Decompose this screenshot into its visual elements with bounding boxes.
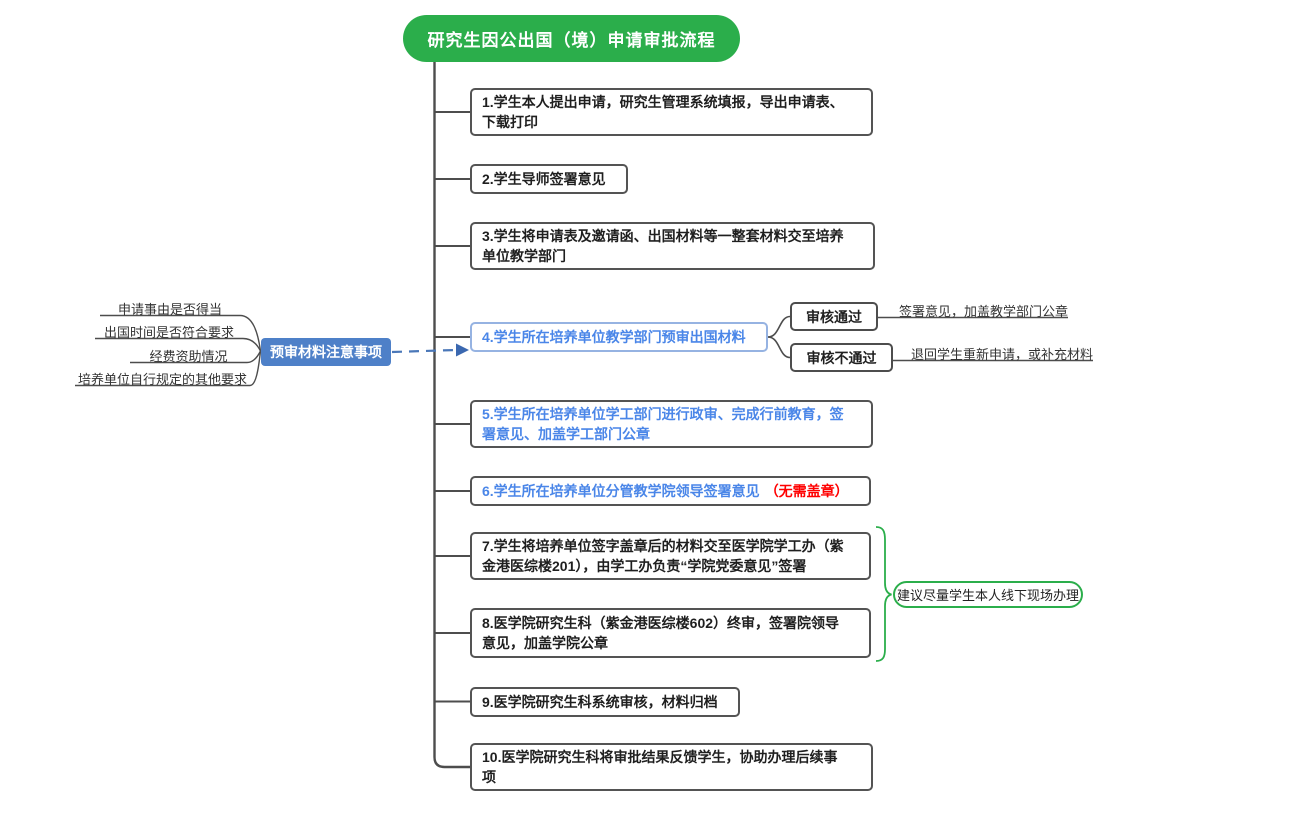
dashed-arrow-line [391, 348, 457, 354]
review-fail-note: 退回学生重新申请，或补充材料 [910, 347, 1093, 362]
step-text: 7.学生将培养单位签字盖章后的材料交至医学院学工办（紫 金港医综楼201），由学… [482, 538, 844, 574]
step-text: 5.学生所在培养单位学工部门进行政审、完成行前教育，签 署意见、加盖学工部门公章 [482, 406, 844, 442]
precheck-item: 培养单位自行规定的其他要求 [77, 372, 247, 387]
step-text: 8.医学院研究生科（紫金港医综楼602）终审，签署院领导 意见，加盖学院公章 [482, 615, 840, 651]
precheck-label-text: 预审材料注意事项 [270, 344, 382, 360]
review-branch-lines [767, 315, 791, 359]
step-text: 10.医学院研究生科将审批结果反馈学生，协助办理后续事 项 [482, 749, 838, 785]
step-node-9: 9.医学院研究生科系统审核，材料归档 [470, 687, 740, 717]
review-fail-node: 审核不通过 [790, 343, 893, 372]
step-node-1: 1.学生本人提出申请，研究生管理系统填报，导出申请表、 下载打印 [470, 88, 873, 136]
precheck-label-node: 预审材料注意事项 [261, 338, 391, 366]
step-node-3: 3.学生将申请表及邀请函、出国材料等一整套材料交至培养 单位教学部门 [470, 222, 875, 270]
review-pass-label: 审核通过 [806, 308, 862, 325]
step-node-7: 7.学生将培养单位签字盖章后的材料交至医学院学工办（紫 金港医综楼201），由学… [470, 532, 871, 580]
step-node-5: 5.学生所在培养单位学工部门进行政审、完成行前教育，签 署意见、加盖学工部门公章 [470, 400, 873, 448]
trunk-line [433, 62, 470, 769]
step-node-2: 2.学生导师签署意见 [470, 164, 628, 194]
step-text: 6.学生所在培养单位分管教学院领导签署意见 [482, 483, 760, 499]
flowchart-title: 研究生因公出国（境）申请审批流程 [403, 15, 740, 62]
step-text: 9.医学院研究生科系统审核，材料归档 [482, 694, 718, 710]
advice-text: 建议尽量学生本人线下现场办理 [896, 588, 1079, 603]
no-stamp-note: （无需盖章） [764, 483, 849, 499]
step-text: 4.学生所在培养单位教学部门预审出国材料 [482, 329, 746, 345]
precheck-underlines [75, 314, 250, 387]
precheck-item: 出国时间是否符合要求 [103, 325, 234, 340]
precheck-item: 经费资助情况 [149, 349, 228, 364]
precheck-item: 申请事由是否得当 [117, 302, 222, 317]
review-fail-label: 审核不通过 [806, 349, 877, 366]
review-pass-note: 签署意见，加盖教学部门公章 [898, 304, 1068, 319]
step-text: 3.学生将申请表及邀请函、出国材料等一整套材料交至培养 单位教学部门 [482, 228, 844, 264]
arrowhead-icon [456, 343, 469, 357]
step-text: 1.学生本人提出申请，研究生管理系统填报，导出申请表、 下载打印 [482, 94, 844, 130]
precheck-curves [239, 314, 262, 387]
step-node-4: 4.学生所在培养单位教学部门预审出国材料 [470, 322, 768, 352]
advice-brace [875, 526, 892, 662]
step-node-10: 10.医学院研究生科将审批结果反馈学生，协助办理后续事 项 [470, 743, 873, 791]
branch-lines [434, 111, 470, 703]
step-node-6: 6.学生所在培养单位分管教学院领导签署意见 （无需盖章） [470, 476, 871, 506]
review-pass-node: 审核通过 [790, 302, 878, 331]
flowchart-title-text: 研究生因公出国（境）申请审批流程 [427, 31, 716, 50]
step-node-8: 8.医学院研究生科（紫金港医综楼602）终审，签署院领导 意见，加盖学院公章 [470, 608, 871, 658]
step-text: 2.学生导师签署意见 [482, 171, 606, 187]
advice-node: 建议尽量学生本人线下现场办理 [893, 581, 1083, 608]
